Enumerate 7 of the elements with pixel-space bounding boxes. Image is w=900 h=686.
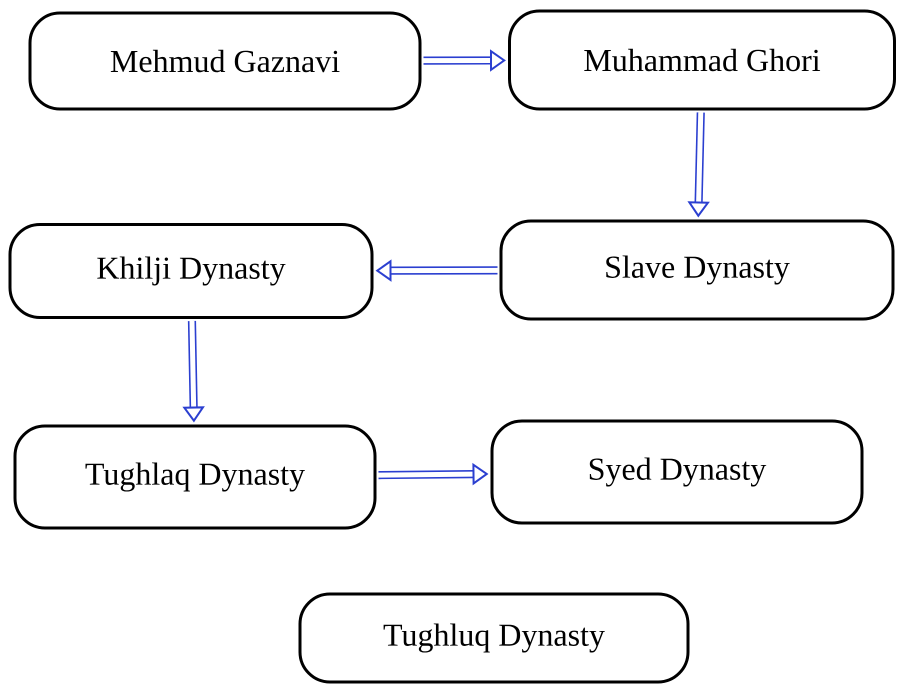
dynasty-box: Syed Dynasty [490,420,864,524]
dynasty-box: Khilji Dynasty [8,223,374,319]
dynasty-box: Slave Dynasty [500,220,894,320]
dynasty-box: Tughluq Dynasty [298,592,690,684]
dynasty-box: Tughlaq Dynasty [14,424,376,530]
dynasty-box: Mehmud Gaznavi [28,12,422,110]
dynasty-box: Muhammad Ghori [508,10,896,110]
